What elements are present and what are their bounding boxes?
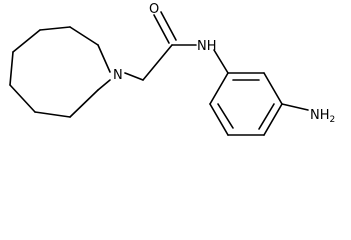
ring-bond [97, 79, 111, 91]
ring-nitrogen-label: N [113, 68, 123, 83]
aryl-amine-bond [281, 103, 309, 111]
ring-bond [34, 111, 71, 118]
ring-bond [39, 26, 71, 31]
ring-bond [263, 72, 283, 105]
n-ch2-bond [124, 72, 144, 81]
benzene-ring [209, 72, 283, 136]
ring-bond [69, 89, 99, 118]
amine-label: NH2 [310, 108, 335, 125]
chemical-structure: N O NH NH2 [9, 2, 335, 136]
ring-bond [97, 44, 111, 73]
nh-aryl-bond [213, 49, 229, 74]
ring-bond [209, 72, 229, 105]
carbonyl-double-bond [160, 11, 177, 41]
aromatic-inner-bond [217, 103, 234, 129]
ring-bond [9, 84, 36, 113]
ring-bond [9, 51, 14, 86]
amine-nh-text: NH [310, 108, 330, 123]
ring-bond [12, 29, 41, 53]
amide-nh-label: NH [197, 39, 217, 54]
azocane-ring [9, 26, 111, 118]
carbonyl-double-bond [153, 14, 170, 44]
ring-bond [263, 103, 283, 136]
ring-bond [209, 103, 229, 136]
amine-subscript: 2 [330, 115, 336, 125]
ch2-carbonyl-bond [142, 44, 173, 81]
carbonyl-oxygen-label: O [149, 2, 159, 17]
ring-bond [69, 26, 99, 46]
aromatic-inner-bond [258, 103, 275, 130]
